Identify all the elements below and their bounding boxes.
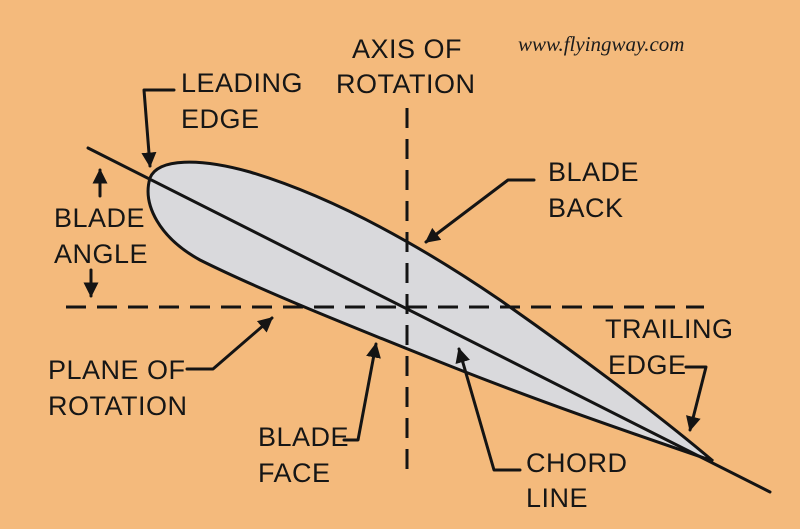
plane-of-rotation-line1: PLANE OF xyxy=(48,355,186,385)
trailing-edge-line2: EDGE xyxy=(608,350,687,380)
airfoil-blade xyxy=(146,160,714,463)
blade-face-arrow xyxy=(342,342,381,442)
chord-line-line1: CHORD xyxy=(526,448,628,478)
blade-back-line2: BACK xyxy=(548,193,624,223)
plane-of-rotation-line2: ROTATION xyxy=(48,391,188,421)
trailing-edge-line1: TRAILING xyxy=(605,314,734,344)
leading-edge-line1: LEADING xyxy=(181,68,303,98)
chord-line-line2: LINE xyxy=(526,483,588,513)
label-blade-back: BLADE BACK xyxy=(548,157,639,223)
axis-of-rotation-line1: AXIS OF xyxy=(352,34,462,64)
plane-of-rotation-arrow xyxy=(185,316,274,371)
watermark: www.flyingway.com xyxy=(518,32,684,56)
blade-angle-line2: ANGLE xyxy=(54,239,148,269)
leading-edge-arrow xyxy=(141,88,176,168)
blade-back-arrow xyxy=(424,178,536,244)
label-trailing-edge: TRAILING EDGE xyxy=(605,314,734,380)
label-blade-face: BLADE FACE xyxy=(258,422,349,488)
label-leading-edge: LEADING EDGE xyxy=(181,68,303,134)
label-chord-line: CHORD LINE xyxy=(526,448,628,513)
chord-line-arrow xyxy=(455,347,522,472)
trailing-edge-arrow xyxy=(684,365,708,432)
axis-of-rotation-line2: ROTATION xyxy=(336,69,476,99)
blade-angle-line1: BLADE xyxy=(54,203,145,233)
label-axis-of-rotation: AXIS OF ROTATION xyxy=(336,34,476,99)
blade-face-line2: FACE xyxy=(258,458,331,488)
blade-face-line1: BLADE xyxy=(258,422,349,452)
blade-back-line1: BLADE xyxy=(548,157,639,187)
leading-edge-line2: EDGE xyxy=(181,104,260,134)
chord-line xyxy=(86,146,772,494)
label-blade-angle: BLADE ANGLE xyxy=(54,203,148,269)
label-plane-of-rotation: PLANE OF ROTATION xyxy=(48,355,188,421)
